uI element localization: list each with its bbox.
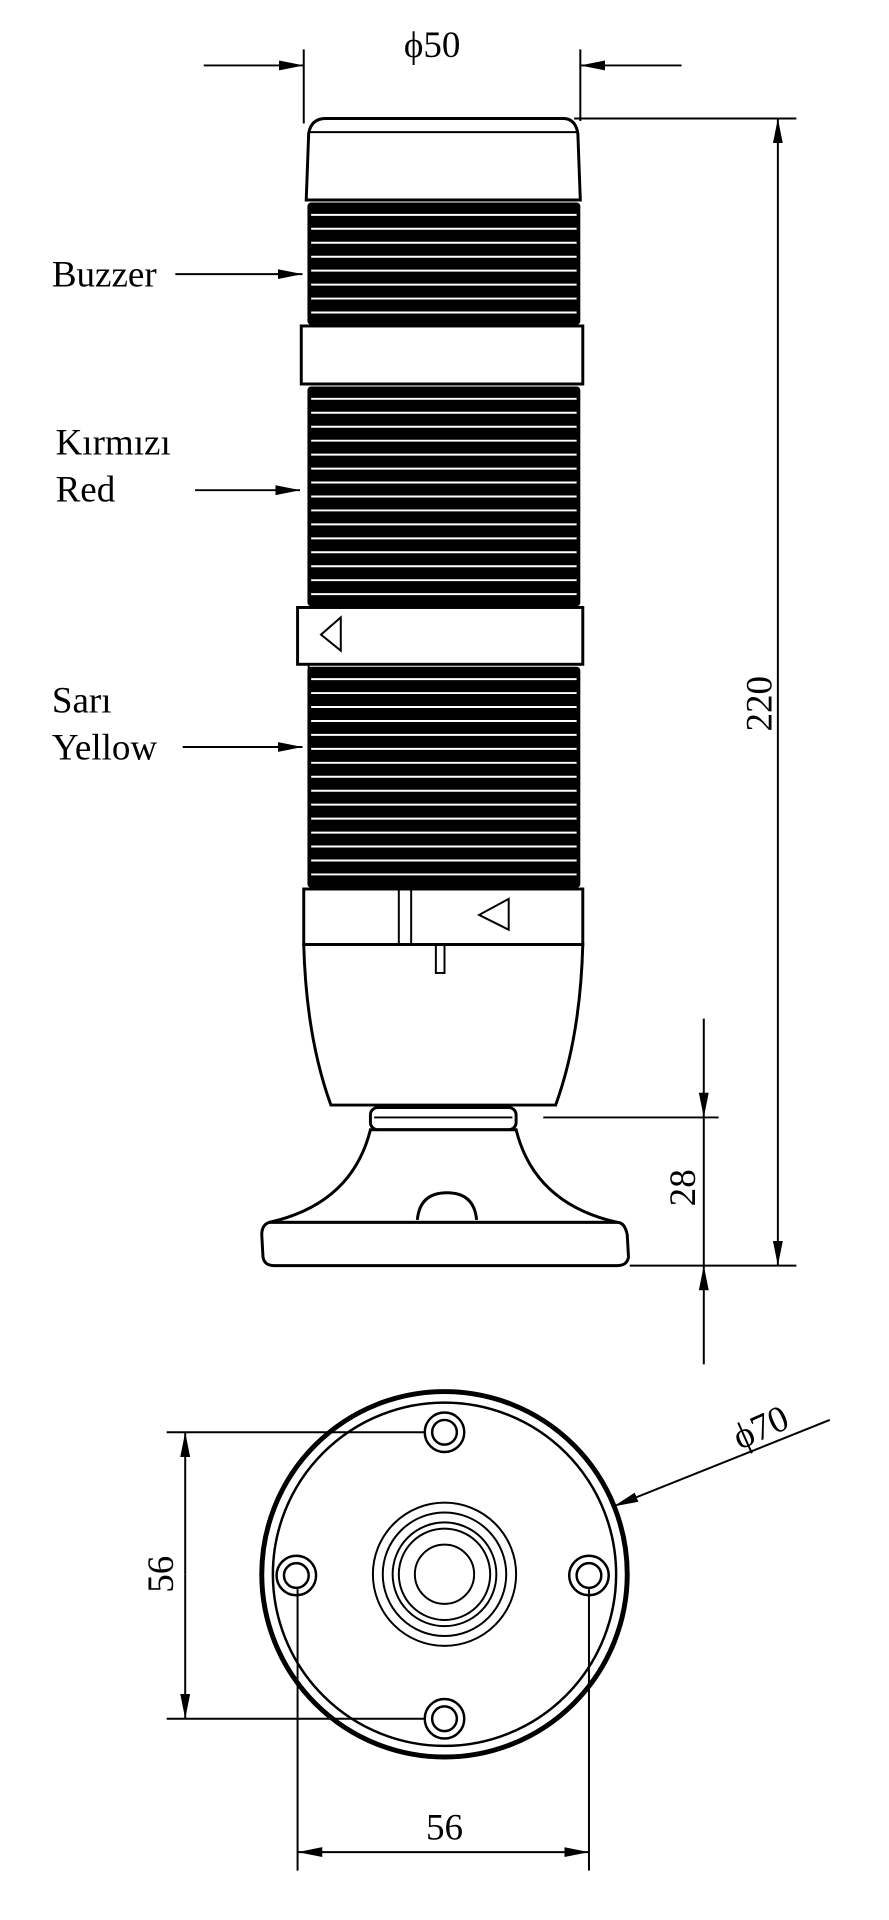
triangle-marker-icon (319, 615, 342, 653)
foot-dome (415, 1191, 479, 1221)
vertical-spacing-label: 56 (141, 1556, 182, 1593)
callouts: Buzzer Kırmızı Red Sarı Yellow (52, 254, 303, 768)
red-en-label: Red (56, 469, 116, 510)
foot-plate (260, 1220, 630, 1268)
top-cap (304, 117, 582, 202)
mounting-hole (430, 1418, 459, 1446)
ring-2 (296, 606, 585, 666)
yellow-module (307, 666, 581, 888)
red-tr-label: Kırmızı (56, 422, 171, 463)
mounting-hole (423, 1411, 466, 1454)
top-diameter-dimension: ϕ50 (203, 25, 682, 124)
ring-1 (299, 324, 585, 386)
base-body (302, 943, 585, 1107)
mounting-hole (575, 1561, 603, 1590)
mounting-hole (282, 1561, 310, 1590)
height-dimension: 220 (574, 117, 797, 1267)
mounting-hole (423, 1697, 466, 1740)
base-height-label: 28 (663, 1169, 704, 1206)
base-collar (302, 887, 585, 947)
mounting-holes (275, 1411, 610, 1740)
top-diameter-label: ϕ50 (404, 25, 461, 66)
bottom-view: 56 56 ϕ70 (141, 1389, 831, 1871)
buzzer-label: Buzzer (52, 254, 157, 295)
mounting-hole (275, 1554, 318, 1597)
red-module (307, 386, 581, 607)
horizontal-spacing-label: 56 (426, 1808, 463, 1849)
yellow-en-label: Yellow (52, 727, 158, 768)
tower-side-view (260, 117, 630, 1268)
base-height-dimension: 28 (543, 1018, 719, 1365)
triangle-marker-icon (476, 897, 510, 932)
mounting-hole (430, 1705, 459, 1733)
yellow-tr-label: Sarı (52, 680, 112, 721)
buzzer-module (307, 202, 581, 325)
neck (368, 1106, 518, 1132)
base-diameter-label: ϕ70 (727, 1398, 795, 1458)
height-label: 220 (740, 676, 781, 732)
